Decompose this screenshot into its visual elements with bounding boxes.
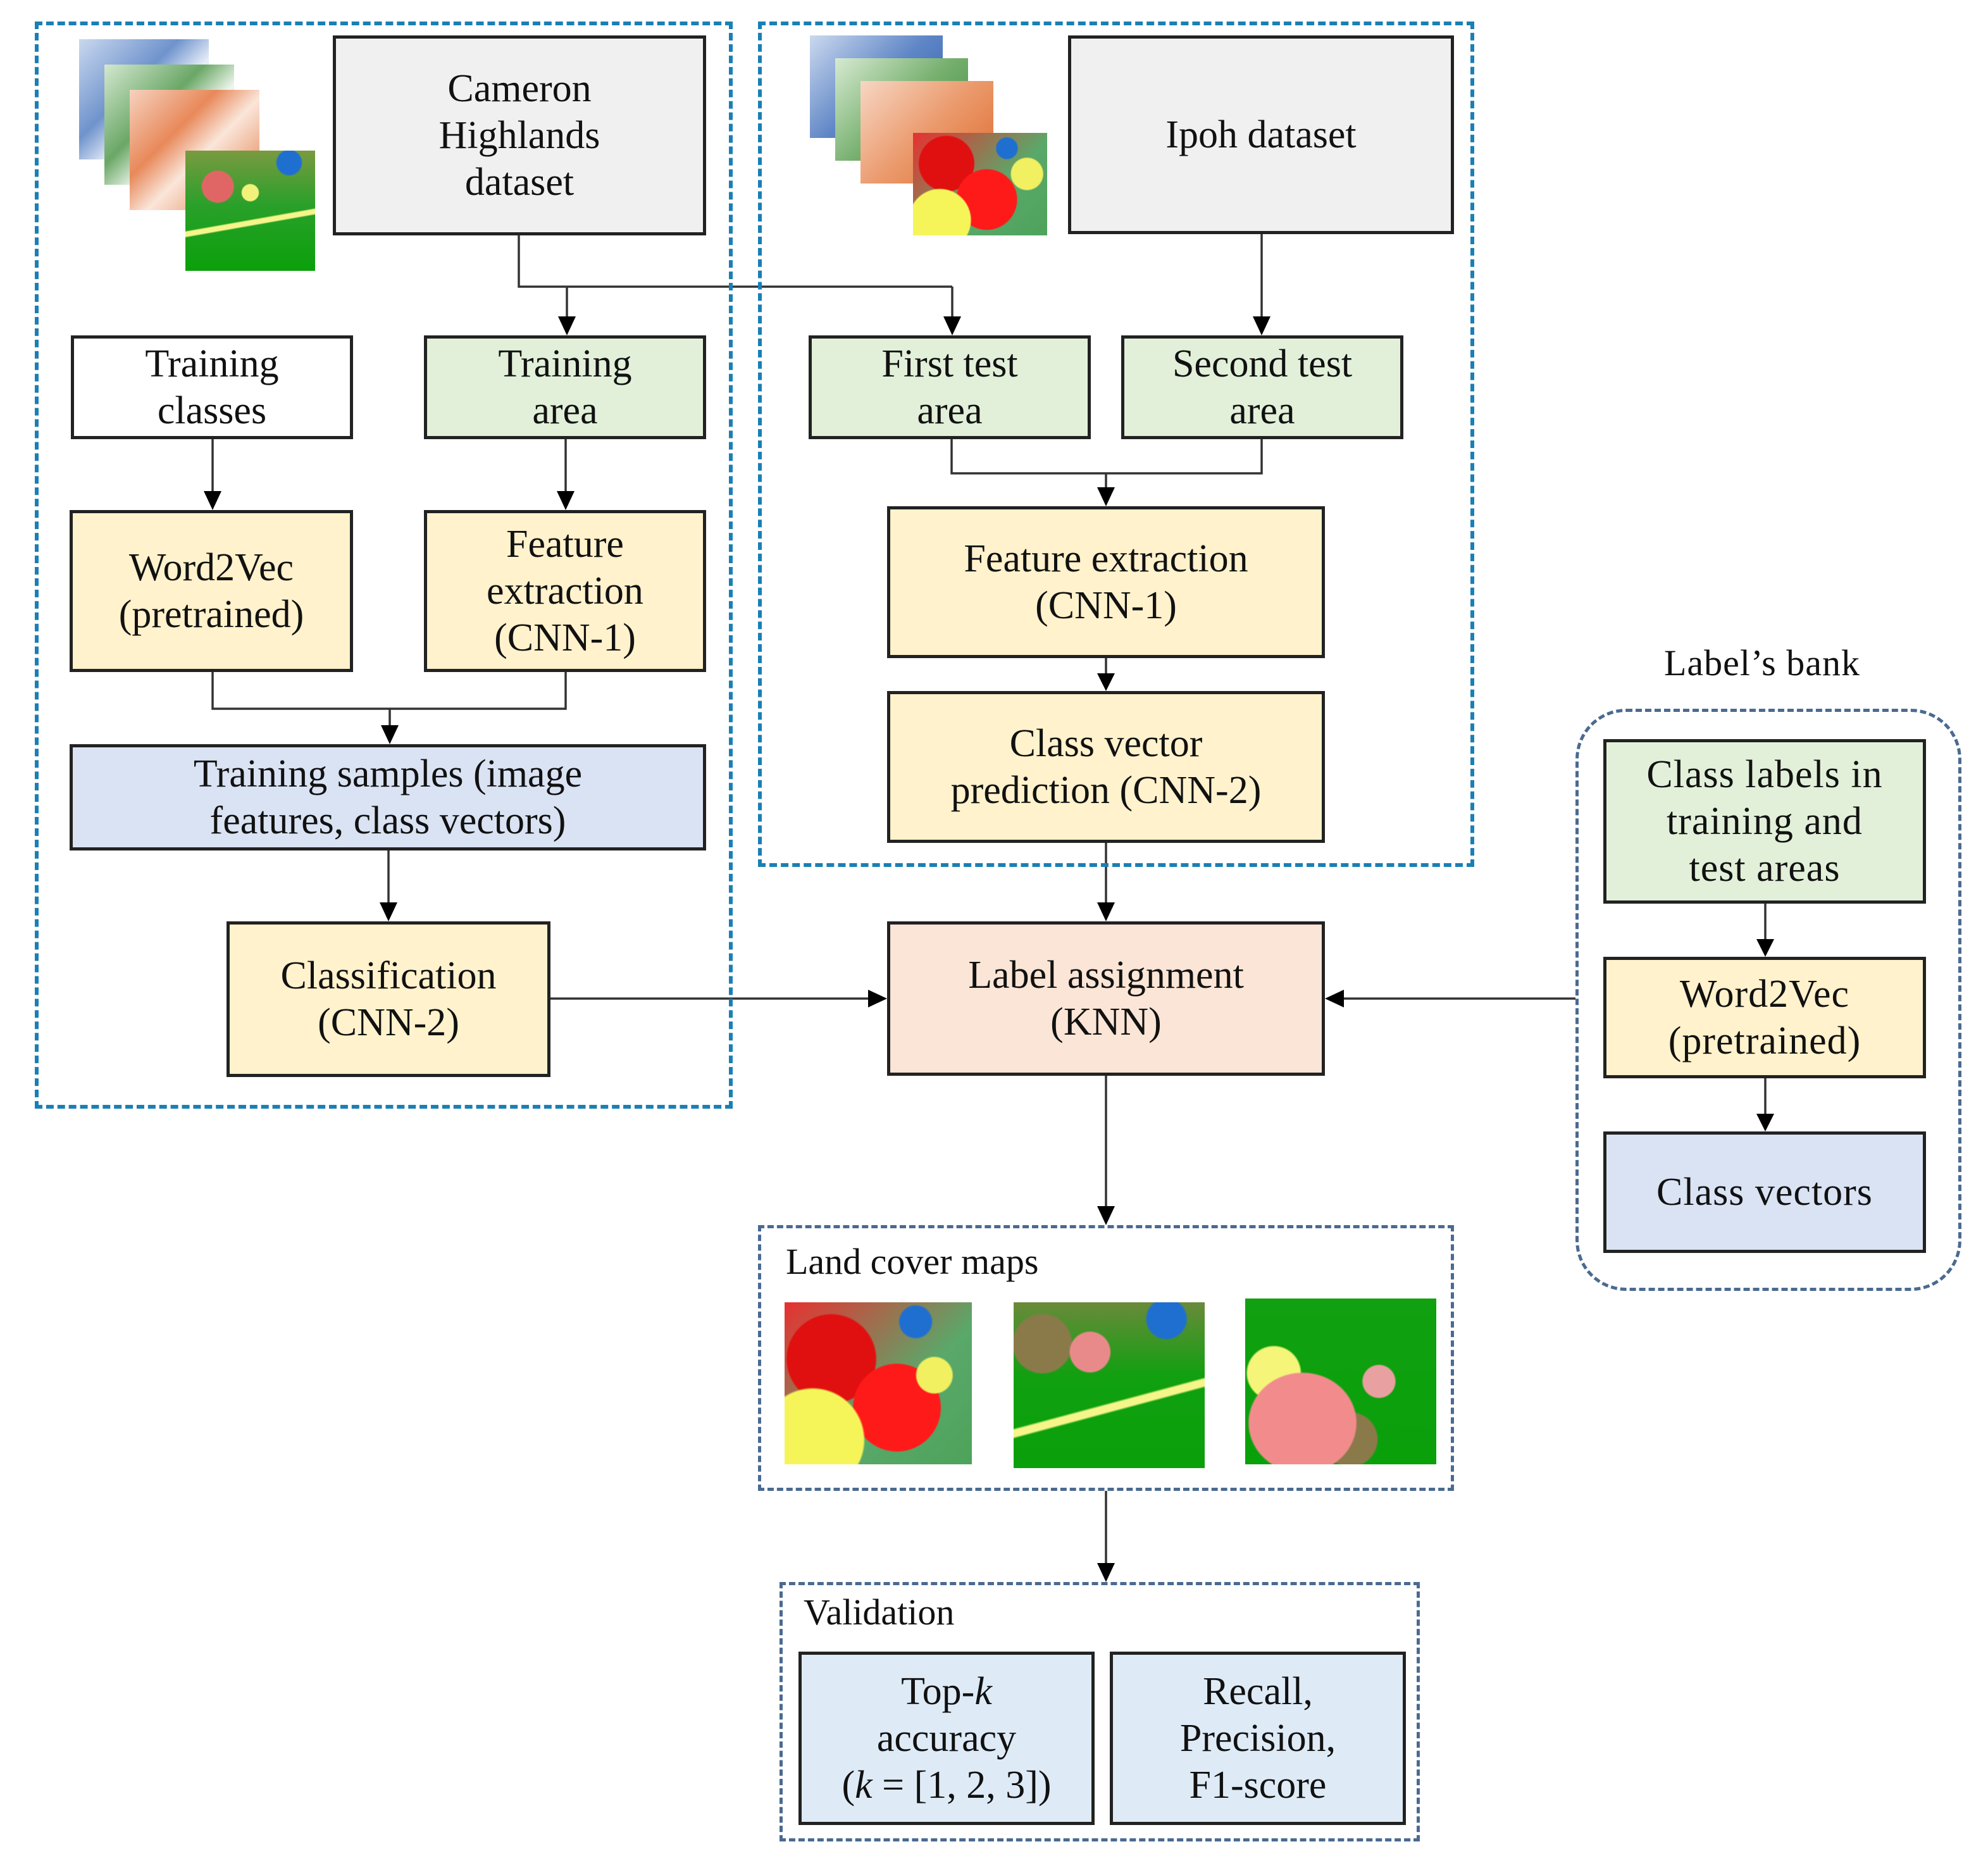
arrowhead bbox=[868, 990, 887, 1007]
word2vec-bank-box: Word2Vec (pretrained) bbox=[1603, 957, 1926, 1078]
first-test-area-box: First test area bbox=[809, 335, 1091, 439]
arrowhead bbox=[380, 902, 397, 921]
land-cover-map-image bbox=[185, 151, 315, 271]
arrowhead bbox=[1325, 990, 1344, 1007]
cameron-highlands-dataset-box: Cameron Highlands dataset bbox=[333, 35, 706, 235]
edge-cameron-split bbox=[518, 235, 952, 288]
top-k-accuracy-box: Top-k accuracy (k = [1, 2, 3]) bbox=[798, 1652, 1095, 1825]
edge-merge-samples bbox=[211, 672, 567, 725]
top-k-line2: accuracy bbox=[876, 1717, 1017, 1760]
arrowhead bbox=[1097, 1563, 1115, 1582]
arrowhead bbox=[381, 725, 399, 744]
validation-title: Validation bbox=[804, 1592, 955, 1633]
recall-precision-f1-box: Recall, Precision, F1-score bbox=[1110, 1652, 1406, 1825]
land-cover-map-image bbox=[913, 133, 1047, 235]
top-k-line3: (k = [1, 2, 3]) bbox=[842, 1764, 1052, 1807]
arrowhead bbox=[1097, 1206, 1115, 1225]
training-classes-box: Training classes bbox=[71, 335, 353, 439]
word2vec-training-box: Word2Vec (pretrained) bbox=[70, 510, 353, 672]
feature-extraction-test-box: Feature extraction (CNN-1) bbox=[887, 506, 1325, 658]
ipoh-land-cover-map bbox=[785, 1302, 972, 1464]
arrowhead bbox=[1097, 902, 1115, 921]
class-labels-box: Class labels in training and test areas bbox=[1603, 739, 1926, 904]
land-cover-maps-group bbox=[758, 1225, 1454, 1491]
arrowhead bbox=[1756, 939, 1774, 957]
labels-bank-title: Label’s bank bbox=[1664, 642, 1860, 683]
feature-extraction-training-box: Feature extraction (CNN-1) bbox=[424, 510, 706, 672]
arrowhead bbox=[1097, 487, 1115, 506]
arrowhead bbox=[557, 491, 575, 510]
edge-merge-test bbox=[950, 439, 1263, 487]
arrowhead bbox=[1756, 1114, 1774, 1131]
validation-group bbox=[780, 1582, 1420, 1841]
class-vector-prediction-box: Class vector prediction (CNN-2) bbox=[887, 691, 1325, 843]
arrowhead bbox=[558, 316, 576, 335]
arrowhead bbox=[204, 491, 221, 510]
arrowhead bbox=[943, 316, 961, 335]
second-test-area-box: Second test area bbox=[1121, 335, 1403, 439]
top-k-line1: Top-k bbox=[901, 1670, 992, 1713]
class-vectors-box: Class vectors bbox=[1603, 1131, 1926, 1253]
arrowhead bbox=[1097, 673, 1115, 691]
label-assignment-box: Label assignment (KNN) bbox=[887, 921, 1325, 1076]
testing-group bbox=[758, 22, 1474, 867]
town-land-cover-map bbox=[1245, 1299, 1436, 1464]
classification-box: Classification (CNN-2) bbox=[227, 921, 550, 1077]
training-group bbox=[35, 22, 733, 1109]
labels-bank-group bbox=[1575, 709, 1961, 1291]
land-cover-maps-title: Land cover maps bbox=[786, 1241, 1039, 1282]
arrowhead bbox=[1253, 316, 1270, 335]
ipoh-dataset-box: Ipoh dataset bbox=[1068, 35, 1454, 234]
training-samples-box: Training samples (image features, class … bbox=[70, 744, 706, 850]
training-area-box: Training area bbox=[424, 335, 706, 439]
cameron-land-cover-map bbox=[1014, 1302, 1205, 1468]
